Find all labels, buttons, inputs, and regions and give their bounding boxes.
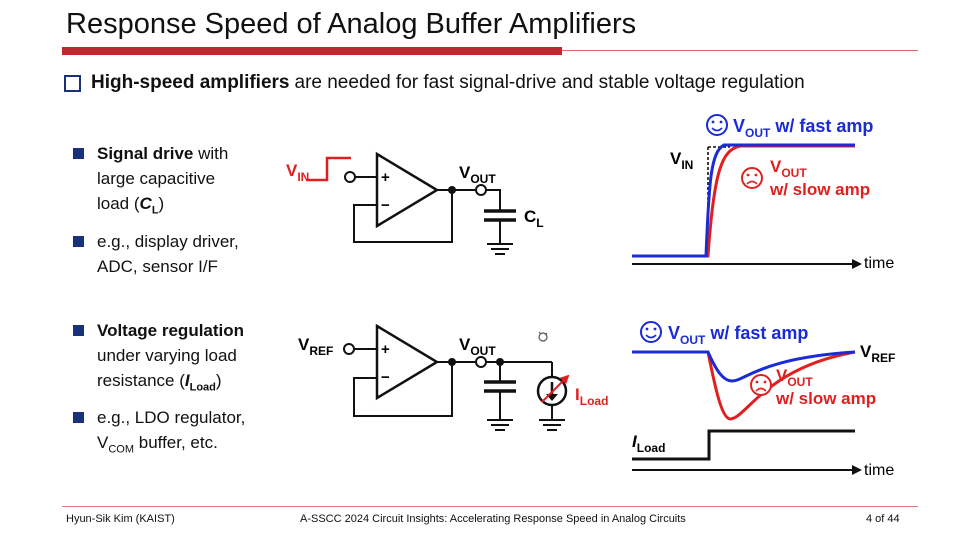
footer-author: Hyun-Sik Kim (KAIST) (66, 513, 175, 525)
input-terminal (344, 171, 356, 183)
bullet-signal-drive: Signal drive with large capacitive load … (73, 141, 229, 223)
square-bullet-icon (73, 412, 84, 423)
vref-label: VREF (860, 342, 895, 365)
vout-label: VOUT (459, 335, 496, 358)
bullet-voltage-regulation-examples: e.g., LDO regulator, VCOM buffer, etc. (73, 405, 246, 462)
slow-amp-vout: VOUT (770, 157, 807, 180)
footer-event: A-SSCC 2024 Circuit Insights: Accelerati… (300, 513, 686, 525)
bullet-bold: Voltage regulation (97, 321, 245, 340)
variable-arrow-icon (541, 374, 570, 403)
square-bullet-icon (73, 236, 84, 247)
iload-step-curve (632, 429, 855, 461)
bullet-text: e.g., LDO regulator, (97, 408, 246, 427)
sad-face-icon (741, 167, 763, 189)
opamp-triangle (375, 151, 440, 229)
footer-rule (62, 506, 918, 507)
var-sub: COM (108, 443, 135, 456)
bullet-text: ) (215, 371, 222, 390)
vout-slow-curve (632, 144, 855, 258)
title-underline-thin (562, 50, 918, 51)
cl-label: CL (524, 207, 544, 230)
vin-label: VIN (286, 161, 309, 184)
vin-label: VIN (670, 149, 693, 172)
bullet-text: large capacitive (97, 169, 216, 188)
lead-bold: High-speed amplifiers (91, 72, 290, 93)
bullet-text: resistance ( (97, 371, 185, 390)
plot-load-regulation: VOUT w/ fast amp VREF VOUT w/ slow amp I… (632, 321, 895, 479)
vout-slow-curve (632, 350, 856, 421)
var-sub: Load (189, 381, 216, 394)
bullet-text: ADC, sensor I/F (97, 257, 218, 276)
plot-step-response: time VIN VOUT w/ fast amp VOUT w/ slow a… (632, 114, 894, 272)
bullet-text: buffer, etc. (134, 433, 218, 452)
time-label: time (864, 462, 894, 479)
square-bullet-icon (73, 148, 84, 159)
bullet-bold: Signal drive (97, 144, 194, 163)
bullet-text: e.g., display driver, (97, 232, 239, 251)
vout-label: VOUT (459, 163, 496, 186)
opamp-minus: − (381, 369, 390, 386)
bullet-signal-drive-examples: e.g., display driver, ADC, sensor I/F (73, 229, 239, 279)
vout-fast-curve (632, 350, 856, 383)
square-bullet-icon (73, 325, 84, 336)
iload-label: ILoad (575, 385, 608, 408)
opamp-minus: − (381, 197, 390, 214)
hollow-square-bullet-icon (64, 74, 81, 92)
fast-amp-label: VOUT w/ fast amp (733, 116, 873, 140)
ground-icon (487, 243, 513, 255)
lead-statement: High-speed amplifiers are needed for fas… (64, 72, 805, 94)
var-main: I (184, 371, 190, 390)
output-terminal (475, 356, 487, 368)
bullet-text: load ( (97, 194, 140, 213)
bullet-text: with (193, 144, 229, 163)
smiley-face-icon (706, 114, 728, 136)
input-terminal (343, 343, 355, 355)
bullet-text: under varying load (97, 346, 237, 365)
footer-page: 4 of 44 (866, 513, 900, 525)
vout-fast-curve (632, 143, 855, 258)
opamp-triangle (375, 323, 440, 401)
var-sub: L (151, 204, 159, 217)
smiley-face-icon (640, 321, 662, 343)
opamp-plus: + (381, 341, 390, 358)
bullet-voltage-regulation: Voltage regulation under varying load re… (73, 318, 245, 400)
var-main: V (97, 433, 109, 452)
time-label: time (864, 255, 894, 272)
slow-amp-vout: VOUT (776, 366, 813, 389)
vref-label: VREF (298, 335, 333, 358)
hand-cursor-icon (538, 331, 548, 342)
opamp-plus: + (381, 169, 390, 186)
slow-amp-label: w/ slow amp (775, 389, 876, 408)
output-terminal (475, 184, 487, 196)
title-underline (62, 47, 562, 55)
iload-label: ILoad (632, 432, 665, 455)
ground-icon (487, 419, 513, 431)
fast-amp-label: VOUT w/ fast amp (668, 323, 808, 347)
slow-amp-label: w/ slow amp (769, 180, 870, 199)
bullet-text: ) (158, 194, 165, 213)
sad-face-icon (750, 374, 772, 396)
vin-step-icon (306, 156, 351, 182)
var-main: C (139, 194, 152, 213)
slide-title: Response Speed of Analog Buffer Amplifie… (66, 8, 637, 40)
ground-icon (539, 419, 565, 431)
circuit-signal-drive: VIN + − VOUT CL (286, 151, 544, 255)
lead-rest: are needed for fast signal-drive and sta… (294, 72, 805, 93)
circuit-voltage-regulation: VREF + − VOUT ILo (298, 323, 608, 431)
